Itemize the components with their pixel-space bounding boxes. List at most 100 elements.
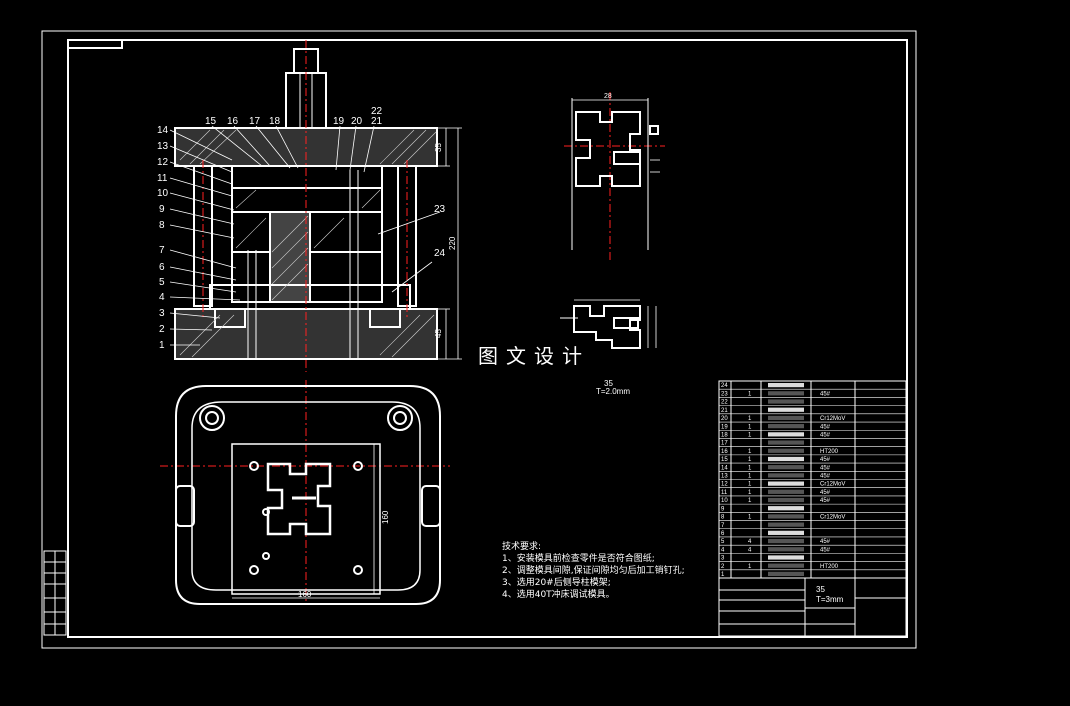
tech-item-1: 1、安装模具前检查零件是否符合图纸; [502, 554, 655, 564]
bom-row-name-block [768, 407, 804, 412]
tech-requirements: 技术要求: 1、安装模具前检查零件是否符合图纸; 2、调整模具间隙,保证间隙均匀… [502, 541, 685, 601]
part-no-24: 24 [434, 248, 446, 259]
strip-layout-view [571, 98, 659, 250]
bom-row-no: 17 [721, 441, 728, 447]
part-no-3: 3 [159, 308, 165, 319]
bom-row-material: 45# [820, 457, 831, 463]
bom-row-qty: 1 [748, 432, 752, 438]
bom-row-no: 13 [721, 474, 728, 480]
bom-row-qty: 1 [748, 449, 752, 455]
bom-row-name-block [768, 514, 804, 519]
part-no-12: 12 [157, 157, 169, 168]
part-no-18: 18 [269, 116, 281, 127]
part-numbers-top: 15 16 17 18 19 20 21 22 [205, 106, 383, 127]
tech-item-4: 4、选用40T冲床调试模具。 [502, 590, 615, 600]
bom-row-no: 2 [721, 564, 725, 570]
bom-row-material: 45# [820, 391, 831, 397]
part-numbers-left: 14 13 12 11 10 9 8 7 6 5 4 3 2 1 [157, 125, 169, 351]
bom-row-name-block [768, 481, 804, 486]
part-no-20: 20 [351, 116, 363, 127]
title-block-thickness: T=3mm [816, 595, 844, 604]
bom-row-no: 10 [721, 498, 728, 504]
bom-row-material: 45# [820, 547, 831, 553]
bom-row-qty: 1 [748, 482, 752, 488]
dim-bottom-thickness: 45 [434, 329, 443, 338]
bom-row-no: 3 [721, 556, 725, 562]
bom-row-material: HT200 [820, 449, 839, 455]
part-detail-dims [574, 299, 657, 348]
part-label-line2: T=2.0mm [596, 387, 630, 396]
bom-row-material: 45# [820, 424, 831, 430]
strip-dims [572, 99, 660, 173]
bom-row-name-block [768, 415, 804, 421]
bom-row-qty: 1 [748, 490, 752, 496]
bom-row-name-block [768, 489, 804, 494]
tech-item-3: 3、选用20#后侧导柱模架; [502, 578, 611, 588]
part-no-9: 9 [159, 204, 165, 215]
bom-row-name-block [768, 473, 804, 478]
part-no-13: 13 [157, 141, 169, 152]
dim-plan-width: 160 [298, 590, 312, 599]
watermark: 图文设计 [478, 344, 590, 368]
part-no-16: 16 [227, 116, 239, 127]
bom-row-no: 1 [721, 572, 725, 578]
bom-row-name-block [768, 424, 804, 429]
bom-row-material: Cr12MoV [820, 416, 845, 422]
part-no-8: 8 [159, 220, 165, 231]
bom-row-no: 22 [721, 400, 728, 406]
section-dimensions [437, 127, 462, 360]
bom-row-no: 11 [721, 490, 728, 496]
part-no-22: 22 [371, 106, 383, 117]
bom-row-material: 45# [820, 539, 831, 545]
bom-row-no: 15 [721, 457, 728, 463]
bom-row-qty: 4 [748, 539, 752, 545]
bom-row-no: 4 [721, 547, 725, 553]
bom-row-qty: 1 [748, 457, 752, 463]
bom-row-material: 45# [820, 498, 831, 504]
bom-row-qty: 1 [748, 498, 752, 504]
bom-row-name-block [768, 563, 804, 568]
dim-plan-height: 160 [381, 510, 390, 524]
part-no-19: 19 [333, 116, 345, 127]
plan-dimensions [232, 444, 380, 599]
part-no-2: 2 [159, 324, 165, 335]
title-block-part: 35 [816, 585, 825, 594]
bom-row-material: Cr12MoV [820, 482, 845, 488]
sheet-inner-border [67, 39, 908, 638]
bom-row-name-block [768, 440, 804, 445]
bom-row-no: 18 [721, 432, 728, 438]
bom-row-name-block [768, 547, 804, 552]
bom-row-qty: 1 [748, 515, 752, 521]
dim-total-height: 220 [448, 236, 457, 250]
sheet-outer-border [41, 30, 917, 649]
bom-row-qty: 1 [748, 465, 752, 471]
part-no-10: 10 [157, 188, 169, 199]
part-no-17: 17 [249, 116, 261, 127]
part-no-23: 23 [434, 204, 446, 215]
bom-row-material: 45# [820, 432, 831, 438]
bom-row-no: 19 [721, 424, 728, 430]
bom-row-no: 6 [721, 531, 725, 537]
bom-row-name-block [768, 555, 804, 560]
part-no-4: 4 [159, 292, 165, 303]
bom-row-no: 7 [721, 523, 725, 529]
part-detail-view [560, 305, 641, 349]
bom-row-no: 9 [721, 506, 725, 512]
part-no-21: 21 [371, 116, 383, 127]
bom-row-name-block [768, 465, 804, 470]
bom-row-material: HT200 [820, 564, 839, 570]
bom-row-name-block [768, 391, 804, 396]
bom-row-material: 45# [820, 465, 831, 471]
bom-row-name-block [768, 538, 804, 544]
part-no-5: 5 [159, 277, 165, 288]
bom-row-name-block [768, 506, 804, 511]
leader-lines [169, 125, 441, 346]
bom-row-no: 14 [721, 465, 728, 471]
bom-row-name-block [768, 571, 804, 576]
bom-row-no: 24 [721, 383, 728, 389]
bom-row-no: 21 [721, 408, 728, 414]
side-margin-table [43, 550, 67, 636]
centerlines [160, 40, 665, 605]
